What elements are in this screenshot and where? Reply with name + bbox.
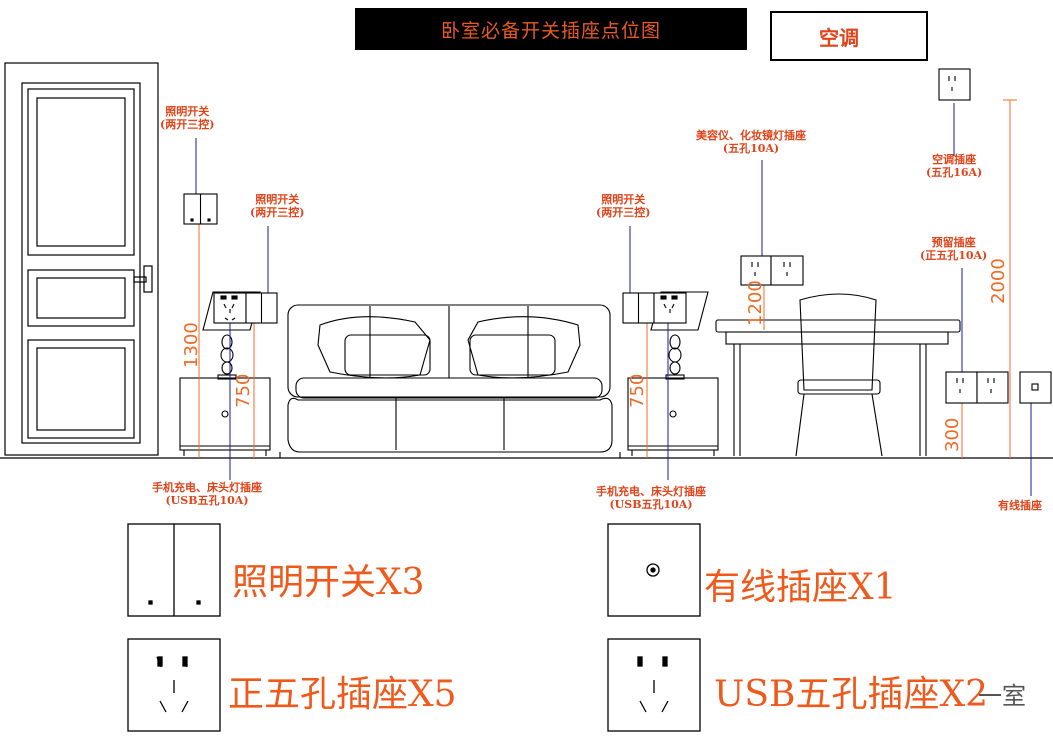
callout-line-2: (五孔16A) (926, 165, 983, 179)
legend-label-five-hole: 正五孔插座X5 (228, 674, 457, 715)
door (4, 62, 159, 456)
legend-icons (127, 523, 701, 732)
dimension-1300: 1300 (181, 322, 202, 368)
callout-line-2: (五孔10A) (722, 141, 780, 155)
bed (279, 304, 621, 458)
right-bedside-panel (622, 292, 687, 324)
legend-label-switch: 照明开关X3 (232, 562, 425, 603)
air-conditioner: 空调 (770, 11, 928, 61)
callout-lines (195, 103, 1032, 496)
callout-line-1: 照明开关 (165, 105, 210, 118)
callout-line-1: 美容仪、化妆镜灯插座 (696, 129, 806, 142)
callout-switch-left-top: 照明开关 (两开三控) (160, 105, 215, 131)
callout-ac-socket: 空调插座 (五孔16A) (926, 153, 983, 179)
callout-line-2: (USB五孔10A) (609, 497, 693, 511)
callout-line-1: 照明开关 (255, 193, 300, 206)
callout-line-1: 空调插座 (932, 153, 977, 166)
legend-label-coax: 有线插座X1 (704, 567, 897, 608)
ac-socket (938, 68, 971, 101)
dimension-750-right: 750 (627, 373, 648, 408)
callout-line-2: (两开三控) (596, 205, 651, 219)
callout-cable-socket: 有线插座 (998, 499, 1042, 512)
callout-reserved-socket: 预留插座 (正五孔10A) (920, 236, 988, 262)
dressing-table (715, 293, 961, 457)
beauty-sockets (740, 255, 804, 286)
callout-line-1: 手机充电、床头灯插座 (596, 485, 706, 498)
callout-beauty-socket: 美容仪、化妆镜灯插座 (五孔10A) (696, 129, 806, 155)
dimension-lines (194, 99, 1017, 458)
callout-phone-right: 手机充电、床头灯插座 (USB五孔10A) (596, 485, 706, 511)
callout-line-2: (两开三控) (250, 205, 305, 219)
watermark: 一室 (978, 682, 1026, 710)
switch-left-top (183, 193, 218, 225)
callout-switch-left-mid: 照明开关 (两开三控) (250, 193, 305, 219)
dimension-300: 300 (942, 417, 963, 452)
callout-line-2: (正五孔10A) (920, 248, 988, 262)
dimension-1200: 1200 (745, 280, 766, 326)
ac-label: 空调 (819, 26, 859, 50)
callout-line-1: 预留插座 (931, 236, 976, 249)
cable-socket (1019, 371, 1052, 404)
left-nightstand (179, 291, 271, 456)
legend-label-usb: USB五孔插座X2 (714, 674, 988, 715)
callout-phone-left: 手机充电、床头灯插座 (USB五孔10A) (152, 481, 262, 507)
reserved-sockets (945, 371, 1009, 404)
callout-line-1: 照明开关 (601, 193, 646, 206)
left-bedside-panel (213, 292, 278, 324)
dimension-2000: 2000 (988, 258, 1009, 304)
callout-line-2: (两开三控) (160, 117, 215, 131)
page-title: 卧室必备开关插座点位图 (355, 8, 747, 50)
callout-line-2: (USB五孔10A) (165, 493, 249, 507)
callout-line-1: 手机充电、床头灯插座 (152, 481, 262, 494)
callout-switch-right-mid: 照明开关 (两开三控) (596, 193, 651, 219)
dimension-750-left: 750 (233, 373, 254, 408)
